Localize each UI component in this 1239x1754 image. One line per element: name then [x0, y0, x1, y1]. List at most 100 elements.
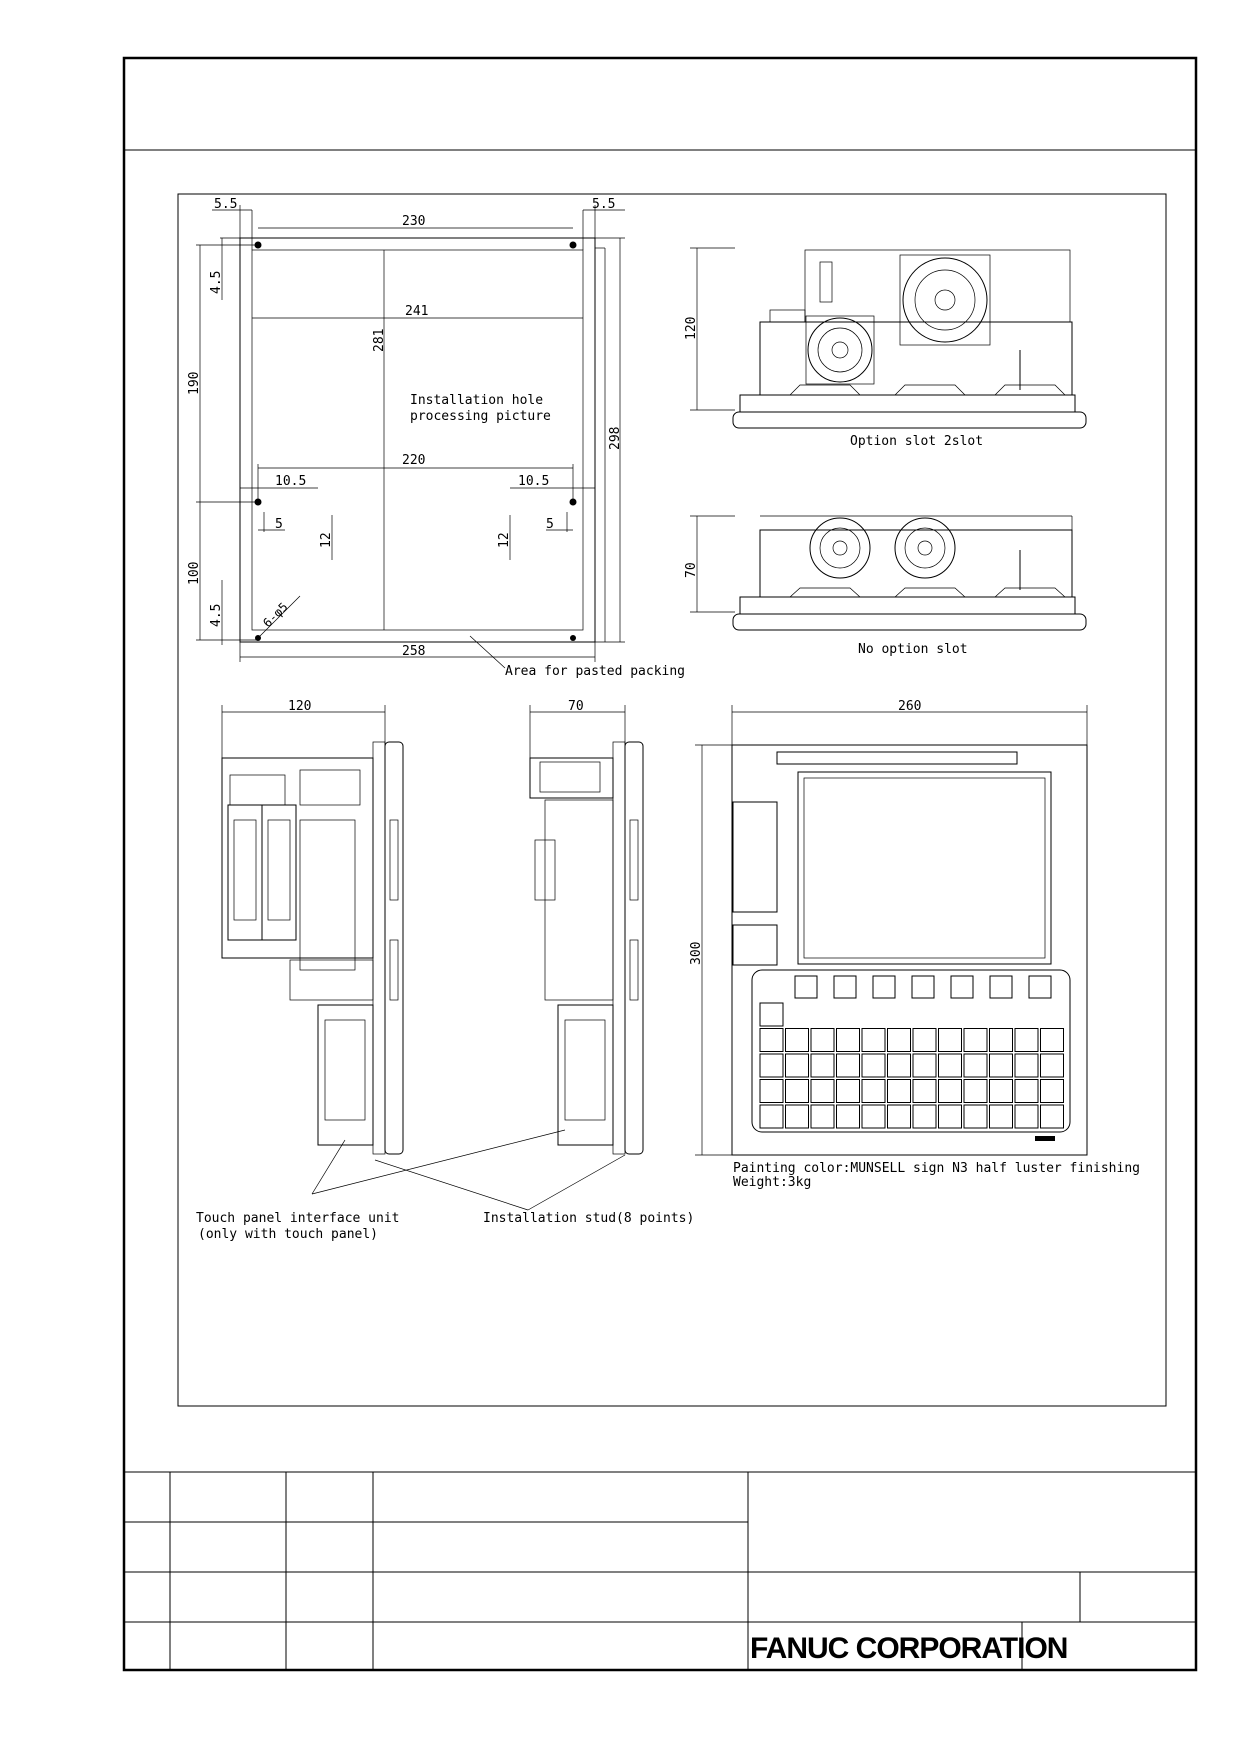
side-panel [732, 801, 778, 913]
company-name: FANUC CORPORATION [750, 1632, 1067, 1665]
touch-note-line2: (only with touch panel) [198, 1227, 378, 1242]
key [836, 1104, 860, 1129]
key [1014, 1079, 1039, 1103]
key [861, 1079, 886, 1103]
key [963, 1053, 988, 1078]
dim-top-offset: 4.5 [209, 271, 224, 294]
dim-top-left-margin: 5.5 [214, 197, 237, 212]
dim-front-height: 300 [689, 942, 704, 965]
key [1040, 1028, 1064, 1052]
dim-left-small: 5 [275, 517, 283, 532]
mounting-hole [569, 498, 577, 506]
dim-left-offset: 10.5 [275, 474, 306, 489]
soft-key [1028, 975, 1052, 999]
dim-right-offset: 10.5 [518, 474, 549, 489]
dim-left-vert: 12 [319, 532, 334, 548]
fan-icon [805, 315, 875, 385]
top-view-slot2: 120 Option slot 2slot [684, 247, 1087, 449]
touch-note-line1: Touch panel interface unit [196, 1211, 400, 1226]
dim-bottom-offset: 4.5 [209, 604, 224, 627]
key [963, 1079, 988, 1103]
dim-right-small: 5 [546, 517, 554, 532]
key [938, 1028, 962, 1052]
cutout-inner [251, 249, 584, 631]
key [989, 1028, 1013, 1052]
key [989, 1079, 1013, 1103]
key [836, 1079, 860, 1103]
key [887, 1028, 911, 1052]
weight-note: Weight:3kg [733, 1175, 811, 1190]
soft-key [833, 975, 857, 999]
sheet-border [122, 56, 1198, 1672]
caption-noslot: No option slot [858, 642, 968, 657]
drawing-area-border [177, 193, 1167, 1407]
key [759, 1028, 784, 1052]
cutout-label-line1: Installation hole [410, 393, 543, 408]
fan-icon [894, 517, 956, 579]
key [759, 1053, 784, 1078]
dim-noslot-height: 70 [684, 562, 699, 578]
dim-outer-width: 258 [402, 644, 425, 659]
key [785, 1028, 809, 1052]
paint-note: Painting color:MUNSELL sign N3 half lust… [733, 1161, 1140, 1176]
key [887, 1079, 911, 1103]
soft-key-row [794, 975, 1052, 999]
dim-top-right-margin: 5.5 [592, 197, 615, 212]
key [887, 1104, 911, 1129]
dim-slot2-height: 120 [684, 317, 699, 340]
callout-leaders [311, 1129, 626, 1211]
key [912, 1079, 937, 1103]
key [912, 1104, 937, 1129]
keypad-area [751, 969, 1071, 1133]
dim-hole-pitch-mid: 220 [402, 453, 425, 468]
key [963, 1104, 988, 1129]
key [861, 1104, 886, 1129]
key [912, 1053, 937, 1078]
soft-key [794, 975, 818, 999]
key [1040, 1104, 1064, 1129]
key [1014, 1028, 1039, 1052]
display-screen [797, 771, 1052, 965]
fan-icon [899, 254, 991, 346]
key [810, 1079, 835, 1103]
key [938, 1104, 962, 1129]
logo-mark [1035, 1136, 1055, 1141]
key [1040, 1053, 1064, 1078]
panel-cutout-drawing: 5.5 5.5 230 241 281 298 Installation hol… [187, 197, 685, 679]
key [785, 1053, 809, 1078]
packing-note: Area for pasted packing [505, 664, 685, 679]
key [785, 1079, 809, 1103]
dim-front-width: 260 [898, 699, 921, 714]
key [989, 1104, 1013, 1129]
key [810, 1028, 835, 1052]
title-block: FANUC CORPORATION [124, 1471, 1196, 1670]
key [759, 1002, 784, 1027]
dim-right-vert: 12 [497, 532, 512, 548]
dim-hole-pitch-top: 230 [402, 214, 425, 229]
fan-icon [809, 517, 871, 579]
cutout-label-line2: processing picture [410, 409, 551, 424]
front-bezel [731, 744, 1088, 1156]
dim-inner-height: 281 [372, 329, 387, 352]
key [810, 1104, 835, 1129]
mounting-hole [570, 635, 576, 641]
key [810, 1053, 835, 1078]
key [759, 1104, 784, 1129]
key [759, 1079, 784, 1103]
side-view-120: 120 [221, 699, 404, 1155]
dim-outer-height: 298 [608, 427, 623, 450]
dim-lower-pitch: 100 [187, 562, 202, 585]
side-view-70: 70 [529, 699, 644, 1155]
dim-side-left-width: 120 [288, 699, 311, 714]
soft-key [989, 975, 1013, 999]
dim-side-mid-width: 70 [568, 699, 584, 714]
key [861, 1028, 886, 1052]
key [836, 1028, 860, 1052]
key [861, 1053, 886, 1078]
key [1014, 1104, 1039, 1129]
card-slot [776, 751, 1018, 765]
mounting-hole [569, 241, 577, 249]
caption-slot2: Option slot 2slot [850, 434, 983, 449]
top-view-noslot: 70 No option slot [684, 515, 1087, 657]
